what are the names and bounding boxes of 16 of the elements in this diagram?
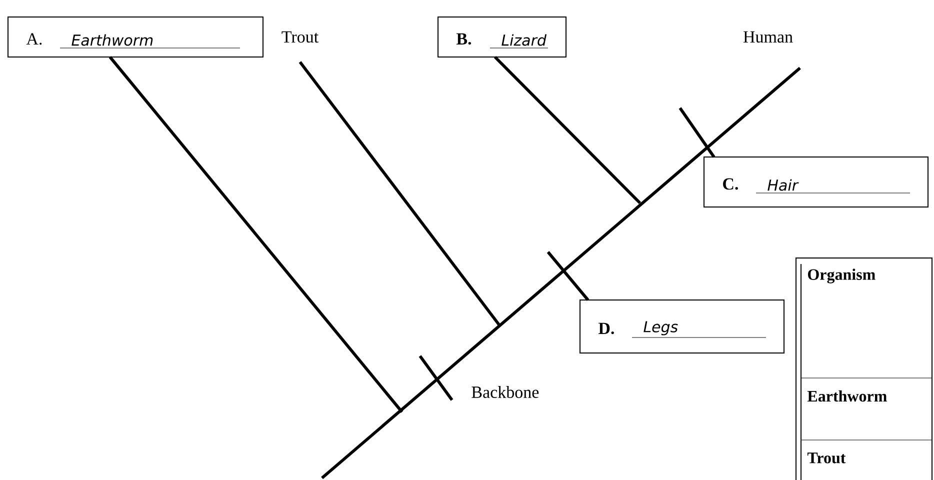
branch-line bbox=[298, 61, 502, 327]
table-cell: Trout bbox=[807, 452, 846, 464]
branch-line bbox=[494, 56, 642, 204]
tick-mark bbox=[546, 251, 590, 301]
trait-label: Backbone bbox=[472, 386, 539, 398]
organism-label: Human bbox=[743, 31, 793, 43]
answer-box: D. Legs bbox=[580, 300, 784, 354]
answer-box: C. Hair bbox=[704, 156, 928, 208]
branch-line bbox=[108, 56, 404, 413]
table-cell: Earthworm bbox=[807, 390, 887, 402]
organism-label: Trout bbox=[282, 31, 318, 43]
tick-mark bbox=[678, 107, 716, 158]
answer-box: B. Lizard bbox=[438, 16, 566, 58]
answer-box: A. Earthworm bbox=[8, 16, 264, 58]
table-cell: Organism bbox=[808, 268, 876, 284]
branch-line bbox=[321, 66, 801, 480]
